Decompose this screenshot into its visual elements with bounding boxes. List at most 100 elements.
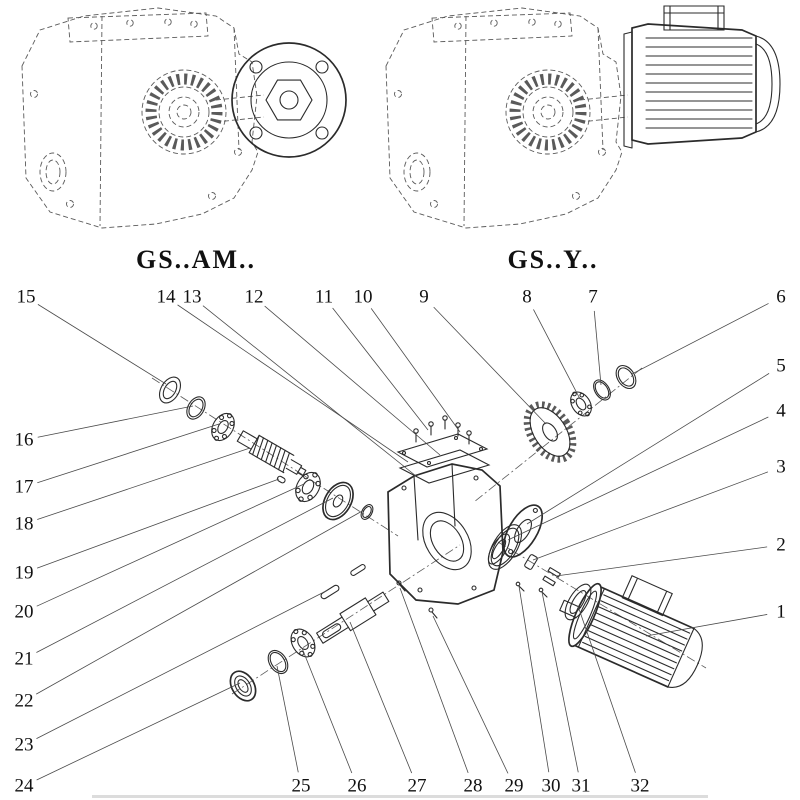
callout-31: 31 xyxy=(572,776,591,797)
screw-part-30 xyxy=(515,581,525,592)
circlip-part-7 xyxy=(593,379,611,401)
callout-5: 5 xyxy=(776,356,786,377)
callout-26: 26 xyxy=(348,776,367,797)
leader-line-25 xyxy=(276,665,299,773)
leader-line-17 xyxy=(37,423,220,484)
callout-9: 9 xyxy=(419,287,429,308)
callout-18: 18 xyxy=(15,514,34,535)
callout-24: 24 xyxy=(15,776,35,797)
worm-shaft-part-18 xyxy=(236,430,307,477)
callout-6: 6 xyxy=(776,287,786,308)
key-pin-part-19 xyxy=(276,475,286,484)
leader-line-12 xyxy=(264,305,441,456)
callout-4: 4 xyxy=(776,401,786,422)
leader-line-23 xyxy=(36,589,329,739)
callout-21: 21 xyxy=(15,649,34,670)
callout-14: 14 xyxy=(157,287,177,308)
leader-line-31 xyxy=(541,591,579,773)
callout-27: 27 xyxy=(408,776,427,797)
leader-line-11 xyxy=(332,307,429,431)
callout-19: 19 xyxy=(15,563,34,584)
callout-13: 13 xyxy=(183,287,202,308)
key-part-23 xyxy=(320,584,340,600)
leader-line-30 xyxy=(518,585,550,773)
variant-label-gs-am: GS..AM.. xyxy=(136,245,256,274)
callout-30: 30 xyxy=(542,776,561,797)
callout-15: 15 xyxy=(17,287,36,308)
callout-20: 20 xyxy=(15,602,34,623)
cover-plate-part-12 xyxy=(396,433,489,468)
pin-part xyxy=(350,564,366,576)
callout-2: 2 xyxy=(776,535,786,556)
leader-line-14 xyxy=(177,304,409,463)
assembly-centerlines xyxy=(151,367,707,695)
leader-line-20 xyxy=(36,483,305,607)
bearing-part-26 xyxy=(290,628,316,658)
callout-25: 25 xyxy=(292,776,311,797)
variant-label-gs-y: GS..Y.. xyxy=(507,245,598,274)
flange-cover-part-5 xyxy=(502,504,544,558)
leader-line-19 xyxy=(36,478,280,569)
motor-exploded-drawing xyxy=(559,575,703,688)
leader-line-10 xyxy=(370,308,461,433)
callout-22: 22 xyxy=(15,691,34,712)
helical-gear-part-9 xyxy=(523,401,577,463)
leader-line-24 xyxy=(36,682,241,781)
housing-exploded-drawing xyxy=(387,463,511,605)
leader-line-18 xyxy=(37,447,251,520)
retaining-ring-part-16 xyxy=(186,396,206,420)
gasket-plate-part-13 xyxy=(398,449,491,484)
leader-line-26 xyxy=(301,647,353,774)
callout-28: 28 xyxy=(464,776,483,797)
motor-icon xyxy=(623,5,781,149)
callout-32: 32 xyxy=(631,776,650,797)
callout-3: 3 xyxy=(776,457,786,478)
variant-motor-drawing: GS..Y.. xyxy=(386,5,781,274)
leader-line-2 xyxy=(555,546,768,577)
callout-7: 7 xyxy=(588,287,598,308)
screw-part-29 xyxy=(428,607,438,619)
leader-line-6 xyxy=(631,303,769,375)
bearing-part-8 xyxy=(570,391,592,417)
leader-line-16 xyxy=(37,405,194,438)
callout-17: 17 xyxy=(15,477,34,498)
leader-line-9 xyxy=(433,306,547,425)
worm-wheel-washer-part-21 xyxy=(322,481,354,521)
oil-seal-part-24 xyxy=(229,670,257,702)
leader-line-15 xyxy=(37,304,167,385)
leader-line-5 xyxy=(526,373,770,525)
leader-line-32 xyxy=(577,605,636,773)
leader-line-29 xyxy=(432,615,509,774)
leader-line-7 xyxy=(593,310,602,386)
variant-flange-drawing: GS..AM.. xyxy=(22,8,347,274)
leader-line-28 xyxy=(399,587,469,774)
leader-line-21 xyxy=(36,497,334,653)
adapter-ring-part-32 xyxy=(564,583,592,621)
gasket-part-4 xyxy=(487,524,523,570)
leader-line-22 xyxy=(36,509,365,695)
screw-part-31 xyxy=(538,587,548,598)
callout-11: 11 xyxy=(315,287,333,308)
screw-part-28 xyxy=(396,580,406,592)
output-flange-icon xyxy=(231,42,347,158)
leader-line-4 xyxy=(507,416,769,541)
leader-line-13 xyxy=(202,305,417,477)
bearing-part-17 xyxy=(211,412,235,442)
leader-line-27 xyxy=(349,621,413,774)
callout-29: 29 xyxy=(505,776,524,797)
leader-line-1 xyxy=(645,614,768,637)
bolts-part-2 xyxy=(542,566,561,587)
callout-10: 10 xyxy=(354,287,373,308)
output-shaft-part-27 xyxy=(316,591,390,644)
callout-12: 12 xyxy=(245,287,264,308)
bottom-divider xyxy=(92,795,708,798)
plug-part-3 xyxy=(524,554,538,570)
callout-16: 16 xyxy=(15,430,34,451)
seal-ring-part-15 xyxy=(158,376,182,404)
retaining-ring-part-6 xyxy=(615,364,637,390)
callout-23: 23 xyxy=(15,735,34,756)
circlip-part-25 xyxy=(267,649,289,675)
